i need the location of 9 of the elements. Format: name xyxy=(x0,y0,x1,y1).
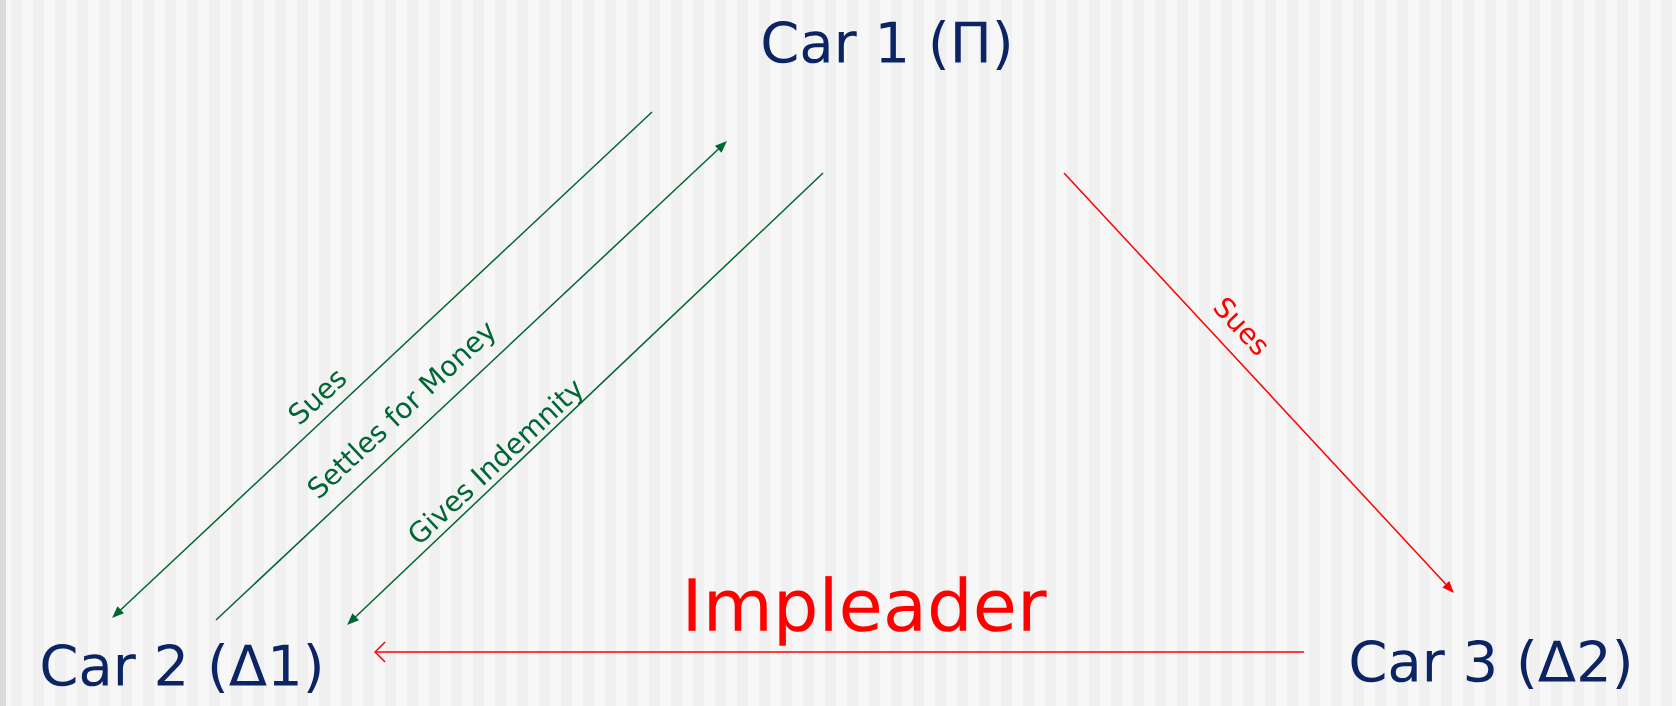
car-label: Car 3 (Δ2) xyxy=(1351,639,1629,689)
arrow xyxy=(112,111,653,618)
arrow xyxy=(1063,172,1454,593)
edge-label: Impleader xyxy=(688,576,1047,646)
arrow xyxy=(374,641,1305,663)
car-label: Car 1 (Π) xyxy=(763,20,1009,70)
car-label: Car 2 (Δ1) xyxy=(42,643,320,693)
arrow xyxy=(347,172,824,625)
arrow xyxy=(215,141,727,621)
